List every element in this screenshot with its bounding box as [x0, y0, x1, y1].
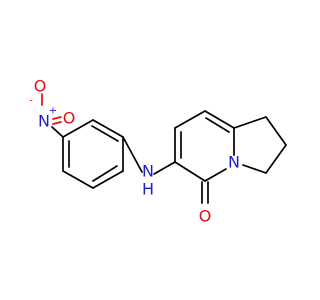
nitro-oxygen-right-label: O [63, 109, 76, 128]
bond-ph-inner-a [91, 125, 119, 142]
nitro-oxygen-top-label: O [34, 77, 47, 96]
bond-pyr-c2-c3 [265, 144, 287, 174]
nitro-nitrogen-charge: + [49, 106, 57, 117]
bond-py-inner-b [205, 117, 230, 133]
amine-linker [122, 136, 176, 175]
nitrophenyl-ring [62, 119, 124, 189]
amine-nitrogen-label: N [142, 162, 154, 181]
pyridone-ring [174, 110, 235, 204]
bond-ph-inner-b [92, 165, 118, 182]
molecule-structure: O - N + O N H N O [29, 77, 287, 226]
nitro-oxygen-charge: - [29, 96, 33, 107]
pyrrolidine-ring [233, 116, 287, 174]
bond-py-n-c5 [204, 168, 227, 182]
bond-pyr-c1-c2 [265, 116, 287, 146]
bond-ph-5-6 [62, 170, 94, 189]
bond-ph-nh [122, 136, 143, 173]
ring-nitrogen-label: N [228, 153, 240, 172]
nitro-group [41, 93, 64, 138]
bond-nitro-n-o-right-2 [52, 121, 62, 125]
bond-py-c8-c8a [204, 110, 235, 129]
nitro-nitrogen-label: N [38, 112, 50, 131]
bond-nitro-n-ring [51, 126, 64, 138]
bond-ph-4-5 [92, 170, 124, 189]
bond-nitro-n-o-right-1 [52, 116, 62, 120]
amine-hydrogen-label: H [142, 180, 154, 199]
bond-ph-2-3 [92, 119, 124, 138]
carbonyl-oxygen-label: O [199, 207, 212, 226]
bond-ph-1-2 [62, 119, 94, 138]
bond-pyr-c8a-c1 [233, 116, 267, 129]
bond-nh-c6 [153, 161, 176, 175]
bond-py-c5-c6 [174, 161, 206, 182]
bond-py-c7-c8 [174, 110, 206, 129]
bond-pyr-c3-n [242, 164, 267, 174]
